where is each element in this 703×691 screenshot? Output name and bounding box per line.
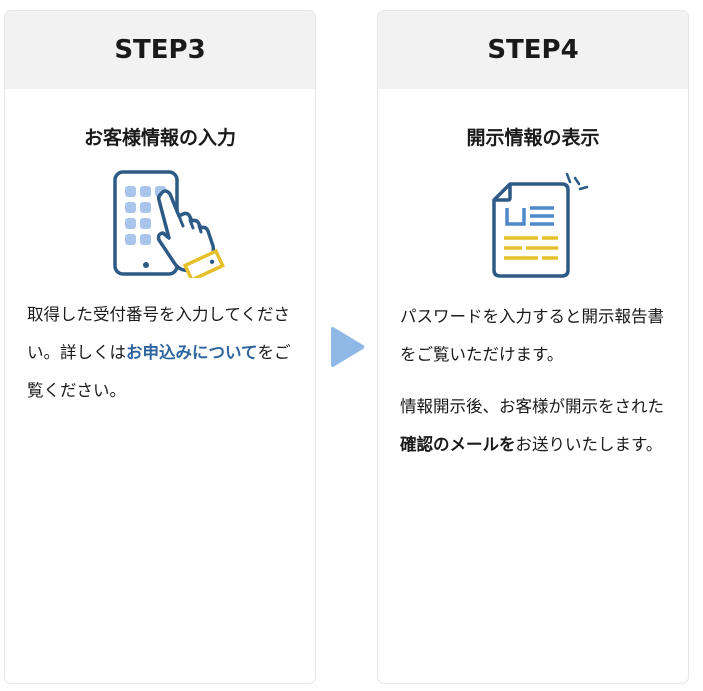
step4-body: パスワードを入力すると開示報告書をご覧いただけます。 情報開示後、お客様が開示を… bbox=[378, 298, 688, 464]
step3-title: お客様情報の入力 bbox=[83, 127, 236, 149]
step4-p2-after: お送りいたします。 bbox=[515, 435, 663, 454]
document-report-icon bbox=[492, 172, 589, 278]
step3-description: 取得した受付番号を入力してください。詳しくはお申込みについてをご覧ください。 bbox=[27, 296, 295, 410]
step3-body: 取得した受付番号を入力してください。詳しくはお申込みについてをご覧ください。 bbox=[5, 296, 315, 410]
step4-header: STEP4 bbox=[378, 11, 688, 89]
step4-paragraph-2: 情報開示後、お客様が開示をされた確認のメールをお送りいたします。 bbox=[400, 388, 668, 464]
step4-paragraph-1: パスワードを入力すると開示報告書をご覧いただけます。 bbox=[400, 307, 664, 364]
step3-text-before-link: 取得した受付番号を入力してください。詳しくは bbox=[27, 305, 291, 362]
application-info-link[interactable]: お申込みについて bbox=[126, 343, 258, 362]
step4-title: 開示情報の表示 bbox=[466, 127, 600, 149]
next-step-arrow-icon bbox=[331, 327, 365, 367]
confirmation-email-emphasis: 確認のメールを bbox=[400, 435, 516, 454]
step3-card: STEP3 お客様情報の入力 取得した受付番号を入力してください。詳しくはお申込… bbox=[4, 10, 316, 684]
step4-card: STEP4 開示情報の表示 パスワードを入力すると開示報告書をご覧いただ bbox=[377, 10, 689, 684]
step3-header: STEP3 bbox=[5, 11, 315, 89]
step4-p2-before: 情報開示後、お客様が開示をされた bbox=[400, 397, 664, 416]
step3-text-after-link: をご覧ください。 bbox=[27, 343, 291, 400]
smartphone-tap-icon bbox=[113, 170, 225, 278]
